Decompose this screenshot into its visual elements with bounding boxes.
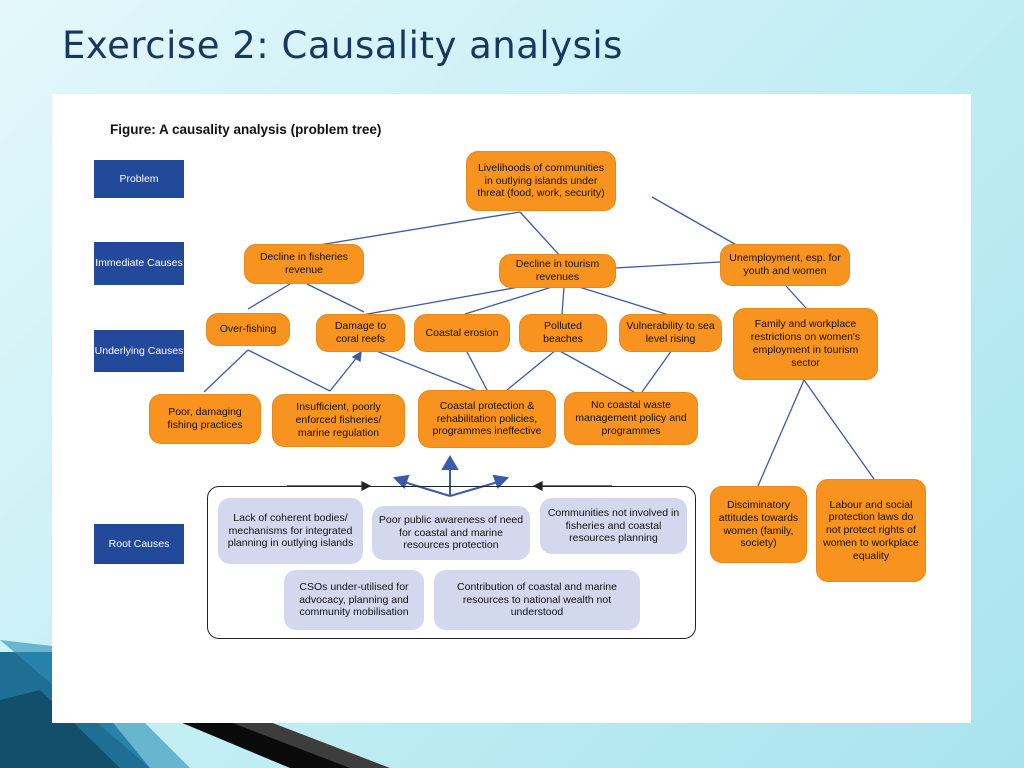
- immediate-tourism-node: Decline in tourism revenues: [499, 254, 616, 288]
- underlying-polluted-node: Polluted beaches: [519, 314, 607, 352]
- row-label-problem: Problem: [94, 160, 184, 198]
- problem-node: Livelihoods of communities in outlying i…: [466, 151, 616, 211]
- root-causes-frame: [207, 486, 696, 639]
- labour-laws-node: Labour and social protection laws do not…: [816, 479, 926, 582]
- row-label-underlying-causes: Underlying Causes: [94, 330, 184, 372]
- figure-panel: Figure: A causality analysis (problem tr…: [52, 94, 971, 723]
- waste-management-node: No coastal waste management policy and p…: [564, 392, 698, 445]
- root-contribution-node: Contribution of coastal and marine resou…: [434, 570, 640, 630]
- root-communities-node: Communities not involved in fisheries an…: [540, 498, 687, 554]
- row-label-immediate-causes: Immediate Causes: [94, 242, 184, 285]
- underlying-vulnerability-node: Vulnerability to sea level rising: [619, 314, 722, 352]
- underlying-erosion-node: Coastal erosion: [414, 314, 510, 352]
- root-coherent-node: Lack of coherent bodies/ mechanisms for …: [218, 498, 363, 564]
- insufficient-regulation-node: Insufficient, poorly enforced fisheries/…: [272, 394, 405, 447]
- underlying-coral-node: Damage to coral reefs: [316, 314, 405, 352]
- underlying-family-node: Family and workplace restrictions on wom…: [733, 308, 878, 380]
- underlying-overfishing-node: Over-fishing: [206, 313, 290, 346]
- discriminatory-attitudes-node: Disciminatory attitudes towards women (f…: [710, 486, 807, 563]
- connector-lines: [203, 196, 875, 497]
- immediate-unemployment-node: Unemployment, esp. for youth and women: [720, 244, 850, 286]
- immediate-fisheries-node: Decline in fisheries revenue: [244, 244, 364, 284]
- coastal-protection-node: Coastal protection & rehabilitation poli…: [418, 390, 556, 448]
- root-csos-node: CSOs under-utilised for advocacy, planni…: [284, 570, 424, 630]
- root-awareness-node: Poor public awareness of need for coasta…: [372, 506, 530, 560]
- slide-title: Exercise 2: Causality analysis: [62, 24, 623, 67]
- poor-practices-node: Poor, damaging fishing practices: [149, 394, 261, 444]
- row-label-root-causes: Root Causes: [94, 524, 184, 564]
- figure-title: Figure: A causality analysis (problem tr…: [110, 122, 382, 137]
